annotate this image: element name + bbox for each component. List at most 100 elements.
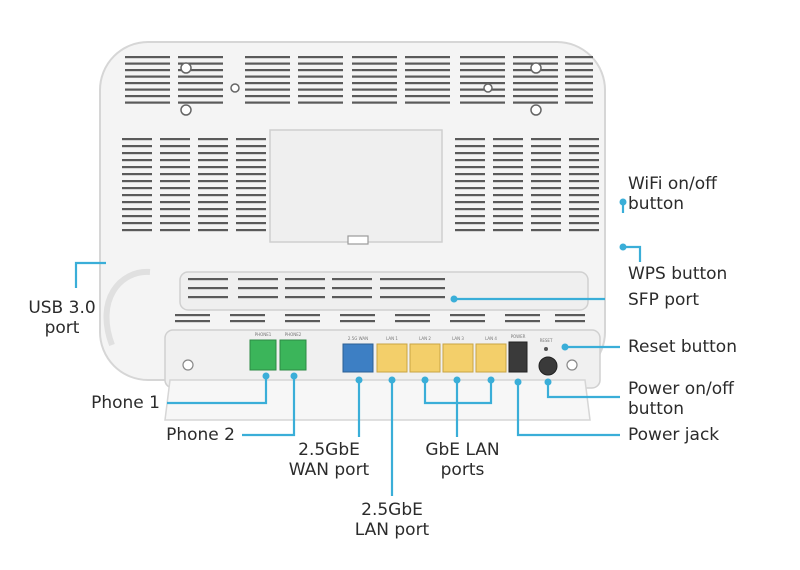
leader-usb: [74, 261, 106, 288]
leader-phone1: [167, 376, 268, 405]
vent-slot-right: [569, 194, 599, 197]
vent-slot-top: [565, 56, 593, 59]
vent-slot-right: [455, 208, 485, 211]
port-caption-lan4: LAN 4: [485, 336, 497, 341]
vent-slot-top: [125, 75, 170, 78]
center-panel-tab: [347, 235, 369, 245]
vent-slot-left: [198, 215, 228, 218]
vent-slot-right: [531, 208, 561, 211]
label-wifi-line2: button: [628, 194, 685, 214]
vent-slot-right: [455, 159, 485, 162]
vent-slot-right: [455, 145, 485, 148]
label-power-button: Power on/off button: [628, 379, 734, 419]
label-wifi-button: WiFi on/off button: [628, 174, 717, 214]
vent-slot-sfp: [380, 296, 420, 299]
vent-slot-left: [198, 229, 228, 232]
vent-slot-sfp: [285, 296, 325, 299]
vent-slot-right: [531, 201, 561, 204]
label-gbe-line1: GbE LAN: [425, 440, 500, 460]
vent-slot-top: [405, 75, 450, 78]
vent-slot-top: [125, 95, 170, 98]
lan1-port: [376, 343, 408, 373]
vent-slot-top: [125, 82, 170, 85]
vent-slot-top: [245, 88, 290, 91]
vent-slot-right: [493, 187, 523, 190]
vent-slot-right: [531, 159, 561, 162]
vent-slot-top: [178, 88, 223, 91]
label-gbe-line2: ports: [440, 460, 485, 480]
vent-slot-top: [460, 62, 505, 65]
vent-slot-right: [531, 222, 561, 225]
vent-grilles: [122, 56, 599, 323]
vent-slot-left: [160, 229, 190, 232]
vent-slot-right: [531, 173, 561, 176]
vent-slot-right: [493, 180, 523, 183]
vent-slot-lower: [285, 320, 320, 323]
vent-slot-lower: [505, 314, 540, 317]
vent-slot-left: [198, 201, 228, 204]
vent-slot-top: [460, 88, 505, 91]
vent-slot-left: [122, 145, 152, 148]
label-power-line1: Power on/off: [628, 379, 734, 399]
phone2-port: [279, 339, 307, 371]
vent-slot-left: [236, 152, 266, 155]
vent-slot-top: [298, 82, 343, 85]
vent-slot-right: [455, 173, 485, 176]
vent-slot-sfp: [285, 287, 325, 290]
power-jack: [508, 341, 528, 373]
label-wan-port: 2.5GbE WAN port: [279, 440, 379, 480]
vent-slot-top: [513, 56, 558, 59]
vent-slot-top: [565, 69, 593, 72]
vent-slot-top: [125, 62, 170, 65]
vent-slot-left: [122, 222, 152, 225]
vent-slot-top: [245, 95, 290, 98]
vent-slot-top: [460, 56, 505, 59]
vent-slot-lower: [285, 314, 320, 317]
vent-slot-left: [198, 145, 228, 148]
label-wps-text: WPS button: [628, 264, 728, 284]
label-wan-line1: 2.5GbE: [298, 440, 360, 460]
vent-slot-left: [122, 201, 152, 204]
vent-slot-right: [455, 194, 485, 197]
vent-slot-top: [565, 62, 593, 65]
vent-slot-lower: [230, 320, 265, 323]
vent-slot-left: [122, 159, 152, 162]
vent-slot-right: [455, 201, 485, 204]
vent-slot-right: [493, 215, 523, 218]
mounting-hole: [180, 104, 192, 116]
vent-slot-left: [198, 159, 228, 162]
vent-slot-sfp: [332, 278, 372, 281]
vent-slot-left: [236, 180, 266, 183]
vent-slot-left: [198, 152, 228, 155]
vent-slot-left: [236, 173, 266, 176]
vent-slot-right: [531, 145, 561, 148]
sfp-slot-bar: [179, 271, 589, 311]
vent-slot-top: [565, 82, 593, 85]
mounting-holes: [180, 62, 542, 116]
label-power-jack-text: Power jack: [628, 425, 720, 445]
vent-slot-top: [245, 101, 290, 104]
vent-slot-left: [236, 222, 266, 225]
vent-slot-lower: [555, 314, 585, 317]
vent-slot-left: [198, 194, 228, 197]
vent-slot-top: [352, 56, 397, 59]
vent-slot-left: [198, 166, 228, 169]
vent-slot-left: [122, 152, 152, 155]
vent-slot-top: [352, 75, 397, 78]
vent-slot-left: [236, 201, 266, 204]
vent-slot-left: [198, 138, 228, 141]
label-usb-line2: port: [44, 318, 80, 338]
vent-slot-sfp: [420, 278, 445, 281]
vent-slot-sfp: [238, 278, 278, 281]
vent-slot-sfp: [238, 296, 278, 299]
vent-slot-right: [569, 201, 599, 204]
phone1-port: [249, 339, 277, 371]
vent-slot-top: [178, 101, 223, 104]
vent-slot-top: [245, 69, 290, 72]
vent-slot-sfp: [188, 287, 228, 290]
vent-slot-left: [122, 194, 152, 197]
vent-slot-left: [122, 208, 152, 211]
vent-slot-sfp: [380, 278, 420, 281]
vent-slot-right: [569, 222, 599, 225]
